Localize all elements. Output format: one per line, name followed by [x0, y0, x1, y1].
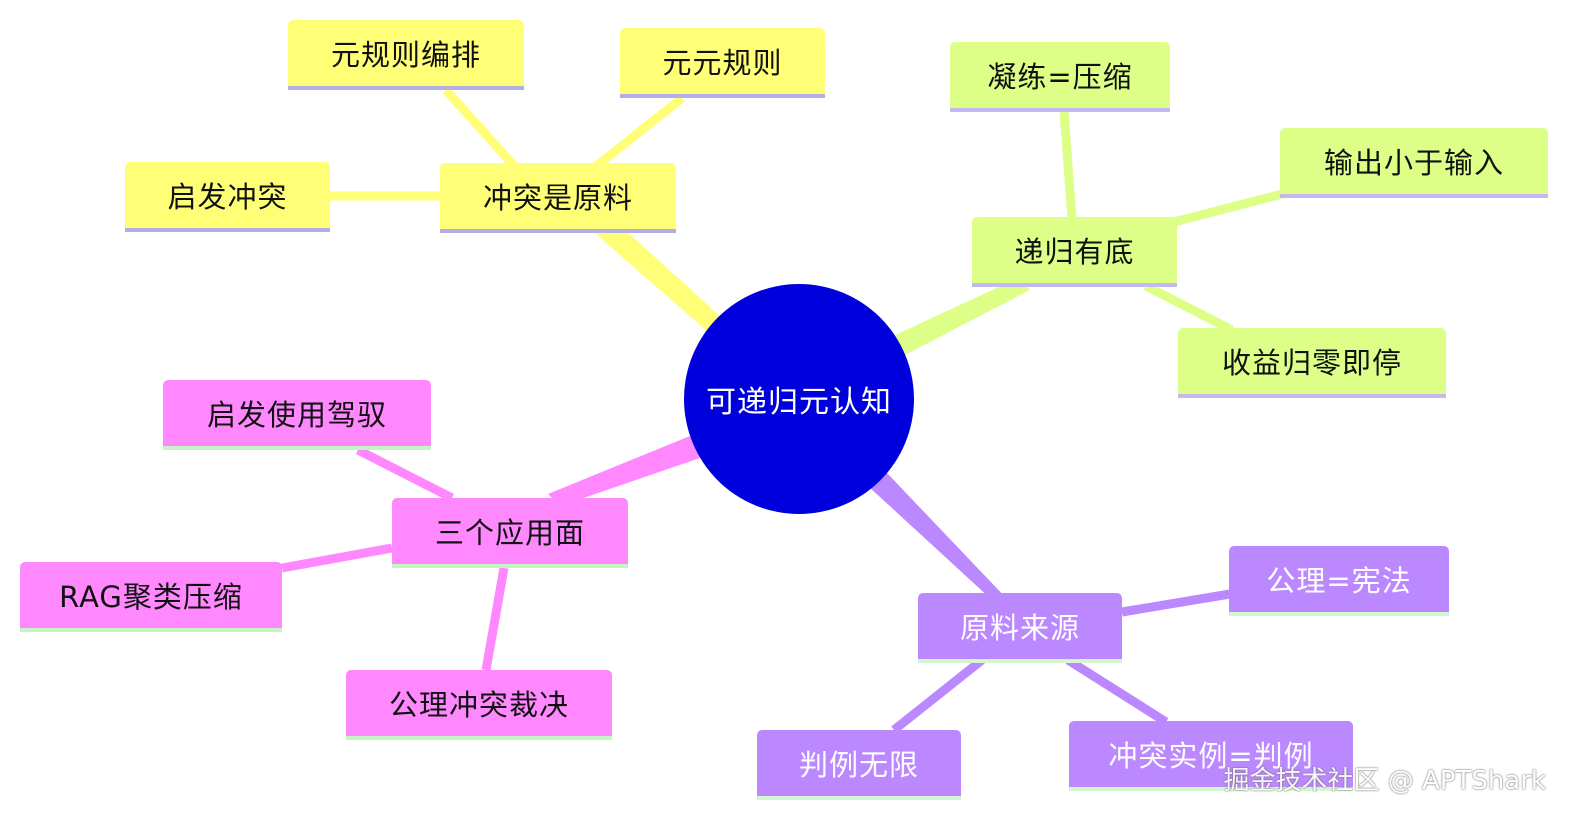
edge-center-top-left	[596, 218, 722, 332]
child-bottom-right-1: 公理=宪法	[1229, 546, 1449, 616]
child-top-left-3-label: 启发冲突	[167, 180, 288, 214]
edge-purple-1	[1121, 589, 1231, 617]
child-top-left-3: 启发冲突	[125, 162, 330, 232]
child-top-left-1: 元规则编排	[288, 20, 524, 90]
child-top-left-2: 元元规则	[620, 28, 825, 98]
child-top-right-1-label: 凝练=压缩	[987, 60, 1133, 94]
center-node-label: 可递归元认知	[706, 385, 892, 420]
branch-top-left: 冲突是原料	[440, 163, 676, 233]
child-top-right-2-label: 输出小于输入	[1323, 146, 1504, 180]
child-bottom-left-3-label: 公理冲突裁决	[388, 688, 569, 722]
child-bottom-left-1: 启发使用驾驭	[163, 380, 431, 450]
edge-yellow-2	[591, 94, 685, 172]
child-bottom-left-3: 公理冲突裁决	[346, 670, 612, 740]
child-top-right-3: 收益归零即停	[1178, 328, 1446, 398]
child-bottom-right-2: 判例无限	[757, 730, 961, 800]
branch-top-right: 递归有底	[972, 217, 1177, 287]
child-top-right-2: 输出小于输入	[1280, 128, 1548, 198]
center-node: 可递归元认知	[684, 284, 914, 514]
edge-pink-2	[281, 543, 393, 573]
edge-green-1	[1059, 111, 1077, 219]
edge-yellow-1	[442, 86, 520, 172]
child-bottom-right-3: 冲突实例=判例	[1069, 721, 1353, 791]
edge-pink-3	[481, 567, 509, 671]
edge-purple-2	[891, 656, 985, 734]
edge-purple-3	[1065, 656, 1169, 726]
branch-bottom-right-label: 原料来源	[959, 611, 1080, 645]
edge-pink-1	[355, 445, 455, 503]
branch-top-left-label: 冲突是原料	[482, 181, 633, 215]
child-bottom-right-3-label: 冲突实例=判例	[1108, 739, 1314, 773]
watermark: 掘金技术社区 @ APTShark	[1223, 766, 1546, 796]
child-top-left-1-label: 元规则编排	[330, 38, 481, 72]
edge-green-3	[1143, 281, 1235, 335]
child-bottom-left-1-label: 启发使用驾驭	[206, 398, 387, 432]
edge-center-bottom-left	[548, 436, 700, 506]
edge-green-2	[1172, 189, 1284, 227]
child-bottom-left-2: RAG聚类压缩	[20, 562, 282, 632]
child-top-left-2-label: 元元规则	[662, 46, 783, 80]
branch-bottom-left-label: 三个应用面	[434, 516, 585, 550]
branch-bottom-left: 三个应用面	[392, 498, 628, 568]
branch-top-right-label: 递归有底	[1014, 235, 1135, 269]
branch-bottom-right: 原料来源	[918, 593, 1122, 663]
child-bottom-right-1-label: 公理=宪法	[1266, 564, 1412, 598]
child-bottom-right-2-label: 判例无限	[798, 748, 919, 782]
child-top-right-1: 凝练=压缩	[950, 42, 1170, 112]
child-top-right-3-label: 收益归零即停	[1221, 346, 1402, 380]
edge-center-bottom-right	[868, 472, 1008, 600]
edge-center-top-right	[893, 278, 1030, 356]
child-bottom-left-2-label: RAG聚类压缩	[59, 580, 243, 614]
